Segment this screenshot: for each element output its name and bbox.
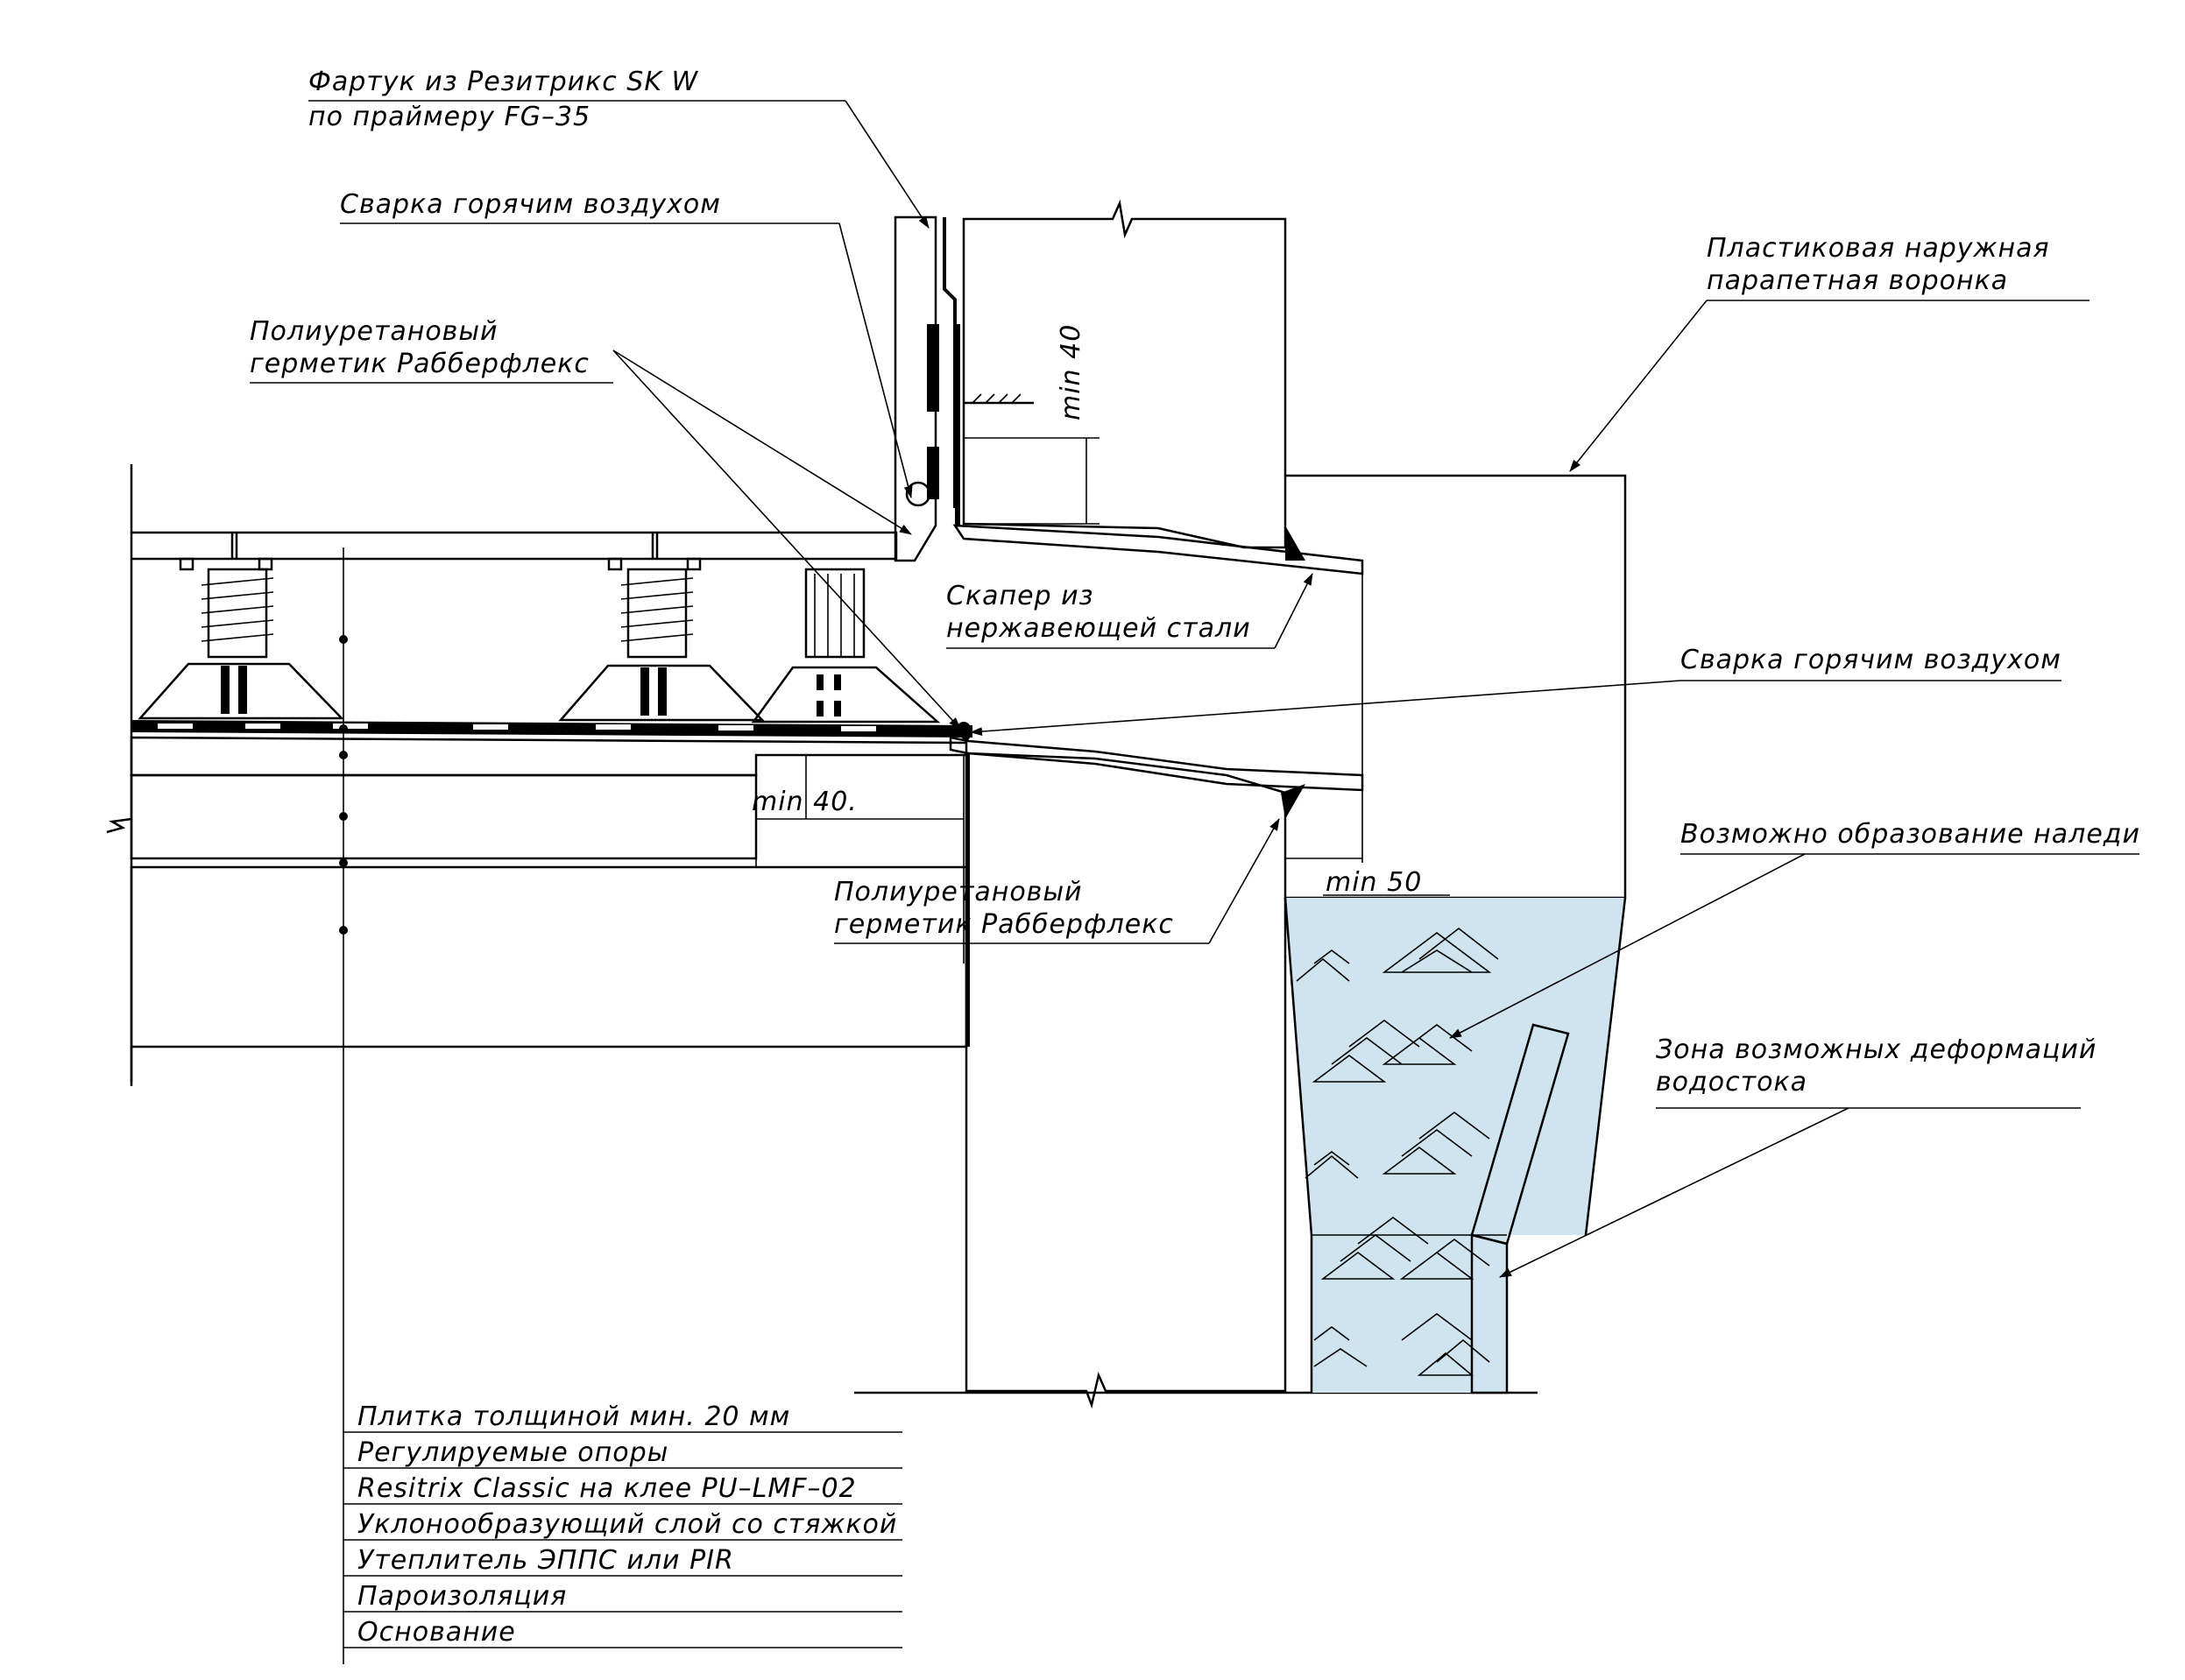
- dim-gap-min50-label: min 50: [1326, 867, 1422, 898]
- ice-symbols: [1296, 927, 1499, 1376]
- slope-screed-layer: [130, 736, 968, 777]
- sealant-top-label-1: Полиуретановый: [250, 316, 499, 347]
- layer-label-4: Утеплитель ЭППС или PIR: [357, 1545, 734, 1576]
- vapour-barrier-layer: [131, 858, 757, 868]
- dim-gap-min50: min 50: [1285, 574, 1450, 898]
- parapet-funnel: [1283, 474, 1627, 1394]
- layer-label-1: Регулируемые опоры: [357, 1437, 668, 1468]
- dim-vertical-min40-label: min 40: [1056, 324, 1086, 420]
- upper-scupper-flashing: [952, 524, 1364, 575]
- sealant-mid-label-2: герметик Рабберфлекс: [834, 909, 1174, 940]
- callout-weld-top: Сварка горячим воздухом: [340, 189, 913, 498]
- dim-horizontal-min40-label: min 40.: [752, 787, 858, 817]
- funnel-label-2: парапетная воронка: [1707, 265, 2008, 296]
- callout-apron: Фартук из Резитрикс SK W по праймеру FG–…: [308, 67, 930, 229]
- deform-label-2: водостока: [1656, 1067, 1807, 1098]
- layer-label-2: Resitrix Classic на клее PU–LMF–02: [357, 1473, 857, 1504]
- sealant-top-label-2: герметик Рабберфлекс: [250, 349, 590, 379]
- callout-scupper: Скапер из нержавеющей стали: [946, 573, 1313, 649]
- deform-label-1: Зона возможных деформаций: [1656, 1034, 2097, 1065]
- callout-sealant-top: Полиуретановый герметик Рабберфлекс: [250, 316, 961, 730]
- layer-leader-line: [339, 547, 348, 1664]
- ice-zone: [1285, 898, 1625, 1393]
- callout-weld-mid: Сварка горячим воздухом: [970, 645, 2061, 737]
- callout-sealant-mid: Полиуретановый герметик Рабберфлекс: [834, 818, 1280, 944]
- apron-label-1: Фартук из Резитрикс SK W: [308, 67, 699, 97]
- insulation-layer: [106, 773, 758, 860]
- ice-label: Возможно образование наледи: [1680, 819, 2140, 850]
- pedestal-3: [751, 568, 941, 724]
- membrane-layer: [131, 720, 972, 738]
- layer-label-5: Пароизоляция: [357, 1581, 567, 1612]
- callout-deformation: Зона возможных деформаций водостока: [1499, 1034, 2097, 1278]
- layer-label-0: Плитка толщиной мин. 20 мм: [357, 1401, 790, 1432]
- parapet-wall: [962, 199, 1287, 549]
- dim-vertical-min40: min 40: [964, 324, 1100, 525]
- layer-label-3: Уклонообразующий слой со стяжкой: [357, 1509, 897, 1540]
- sealant-mid-label-1: Полиуретановый: [834, 877, 1083, 907]
- pedestal-2: [558, 557, 765, 722]
- layer-legend: Плитка толщиной мин. 20 мм Регулируемые …: [343, 1401, 902, 1648]
- pedestal-1: [138, 557, 344, 720]
- weld-mid-label: Сварка горячим воздухом: [1680, 645, 2061, 675]
- scupper-label-2: нержавеющей стали: [946, 613, 1251, 644]
- dim-horizontal-min40: min 40.: [752, 755, 964, 820]
- callout-funnel: Пластиковая наружная парапетная воронка: [1569, 233, 2090, 472]
- weld-top-label: Сварка горячим воздухом: [340, 189, 721, 220]
- funnel-label-1: Пластиковая наружная: [1707, 233, 2050, 264]
- callout-ice: Возможно образование наледи: [1449, 819, 2140, 1039]
- layer-label-6: Основание: [357, 1617, 516, 1648]
- apron-label-2: по праймеру FG–35: [308, 102, 590, 132]
- apron-flashing: [894, 215, 1034, 562]
- scupper-label-1: Скапер из: [946, 581, 1094, 611]
